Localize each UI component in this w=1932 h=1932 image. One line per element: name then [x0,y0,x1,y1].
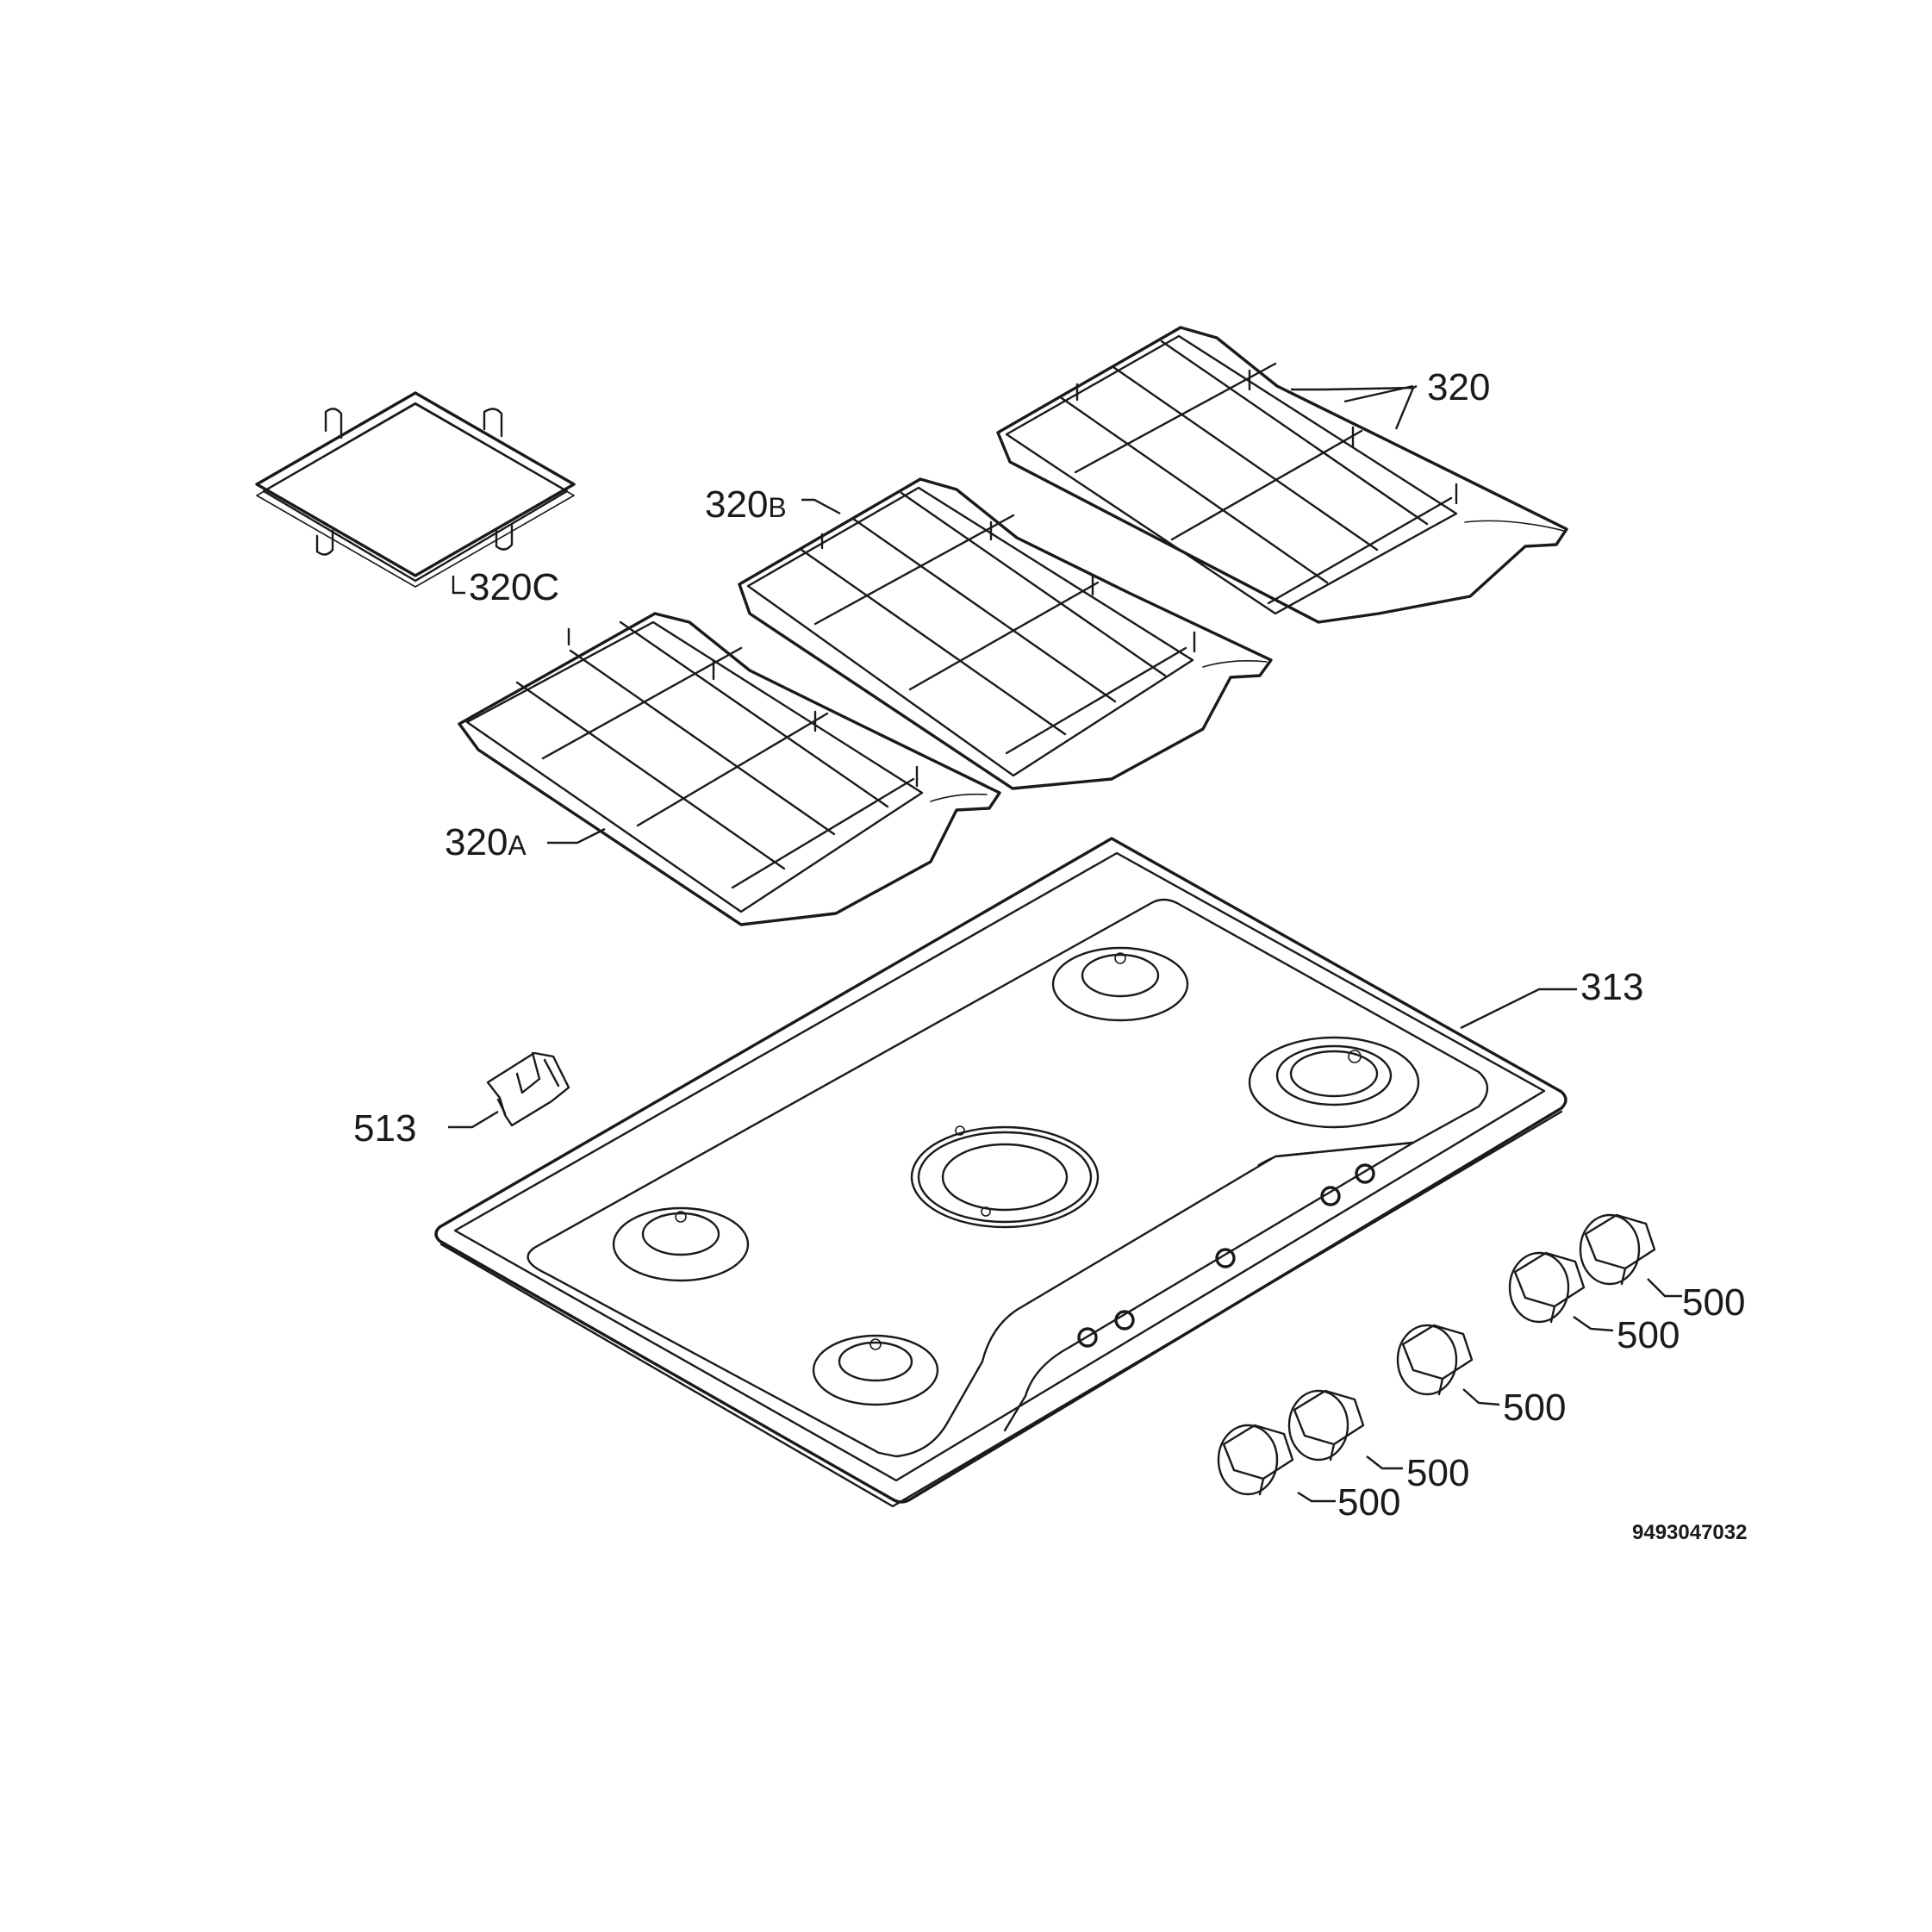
callout-320a: 320A [445,821,527,863]
leader-lines [448,384,1682,1503]
drawing-code: 9493047032 [1632,1521,1747,1544]
callout-labels: 320 320B 320C 320A 313 513 500 500 500 5… [353,366,1747,1544]
pan-support-320 [996,326,1568,624]
knob-5 [1579,1213,1656,1286]
callout-500-2: 500 [1406,1452,1469,1494]
burner-back-right [1248,1036,1420,1129]
burner-front-right [812,1334,939,1406]
callout-313: 313 [1580,966,1643,1008]
pan-support-320b [738,477,1273,790]
knob-spindles [1077,1163,1375,1348]
knob-3 [1396,1324,1474,1396]
knob-2 [1287,1389,1365,1461]
clip-513 [486,1051,570,1127]
control-knobs-500 [1217,1213,1656,1496]
knob-1 [1217,1424,1294,1496]
burner-back-left [1051,946,1189,1022]
burner-front-left [612,1206,750,1282]
callout-320: 320 [1427,366,1490,408]
callout-320c: 320C [469,566,559,608]
knob-4 [1508,1251,1586,1324]
callout-500-4: 500 [1617,1314,1680,1356]
callout-320b: 320B [705,483,787,526]
hob-top-313 [434,837,1567,1508]
callout-500-3: 500 [1503,1387,1566,1429]
callout-513: 513 [353,1107,416,1150]
callout-500-5: 500 [1682,1281,1745,1324]
pan-support-320a [458,612,1001,926]
callout-500-1: 500 [1337,1481,1400,1524]
burner-centre-wok [910,1125,1100,1229]
wok-ring-320c [255,391,576,588]
